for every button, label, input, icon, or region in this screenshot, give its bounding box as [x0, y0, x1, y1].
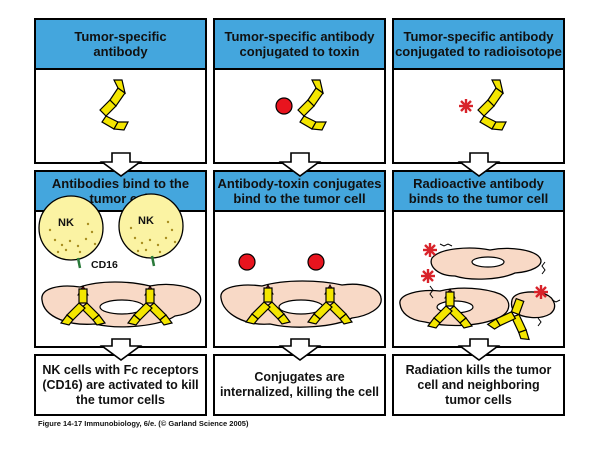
col3-antibody-panel	[392, 68, 565, 164]
toxin-conjugate-2b	[307, 253, 353, 325]
cd16-receptor-right	[150, 255, 156, 267]
nk-cell-left	[38, 195, 104, 261]
isotope-burst-3	[532, 283, 550, 301]
arrow-col2-top	[278, 152, 322, 177]
col1-result: NK cells with Fc receptors (CD16) are ac…	[34, 354, 207, 416]
isotope-burst-2	[421, 241, 439, 259]
cd16-receptor-left	[76, 257, 82, 269]
nk-cell-right	[118, 193, 184, 259]
tumor-cell-3a	[430, 247, 542, 280]
nk-label-left: NK	[58, 217, 74, 229]
col3-mid-header-text: Radioactive antibody binds to the tumor …	[408, 176, 549, 206]
col3-top-header-text: Tumor-specific antibody conjugated to ra…	[395, 29, 562, 59]
col2-top-header-text: Tumor-specific antibody conjugated to to…	[224, 29, 375, 59]
nk-label-right: NK	[138, 215, 154, 227]
col3-top-header: Tumor-specific antibody conjugated to ra…	[392, 18, 565, 70]
toxin-antibody-icon	[275, 79, 327, 131]
arrow-col1-top	[99, 152, 143, 177]
col1-result-text: NK cells with Fc receptors (CD16) are ac…	[42, 362, 199, 407]
col1-top-header: Tumor-specific antibody	[34, 18, 207, 70]
arrow-col2-bottom	[278, 338, 322, 361]
figure-caption: Figure 14-17 Immunobiology, 6/e. (© Garl…	[38, 419, 249, 428]
col3-mid-header: Radioactive antibody binds to the tumor …	[392, 170, 565, 212]
col1-top-header-text: Tumor-specific antibody	[74, 29, 167, 59]
tumor-cell-2	[220, 280, 382, 328]
arrow-col3-bottom	[457, 338, 501, 361]
radiation-squiggles	[429, 243, 561, 327]
cd16-label: CD16	[91, 259, 118, 271]
col2-mid-header-text: Antibody-toxin conjugates bind to the tu…	[217, 176, 382, 206]
col2-top-header: Tumor-specific antibody conjugated to to…	[213, 18, 386, 70]
col3-result-text: Radiation kills the tumor cell and neigh…	[405, 362, 552, 407]
arrow-col1-bottom	[99, 338, 143, 361]
toxin-conjugate-2a	[238, 253, 291, 325]
radioisotope-antibody-icon	[457, 79, 507, 131]
col2-mid-header: Antibody-toxin conjugates bind to the tu…	[213, 170, 386, 212]
col2-result: Conjugates are internalized, killing the…	[213, 354, 386, 416]
free-antibody-icon	[99, 79, 129, 131]
isotope-burst-1	[419, 267, 437, 285]
col2-result-text: Conjugates are internalized, killing the…	[219, 370, 380, 399]
arrow-col3-top	[457, 152, 501, 177]
